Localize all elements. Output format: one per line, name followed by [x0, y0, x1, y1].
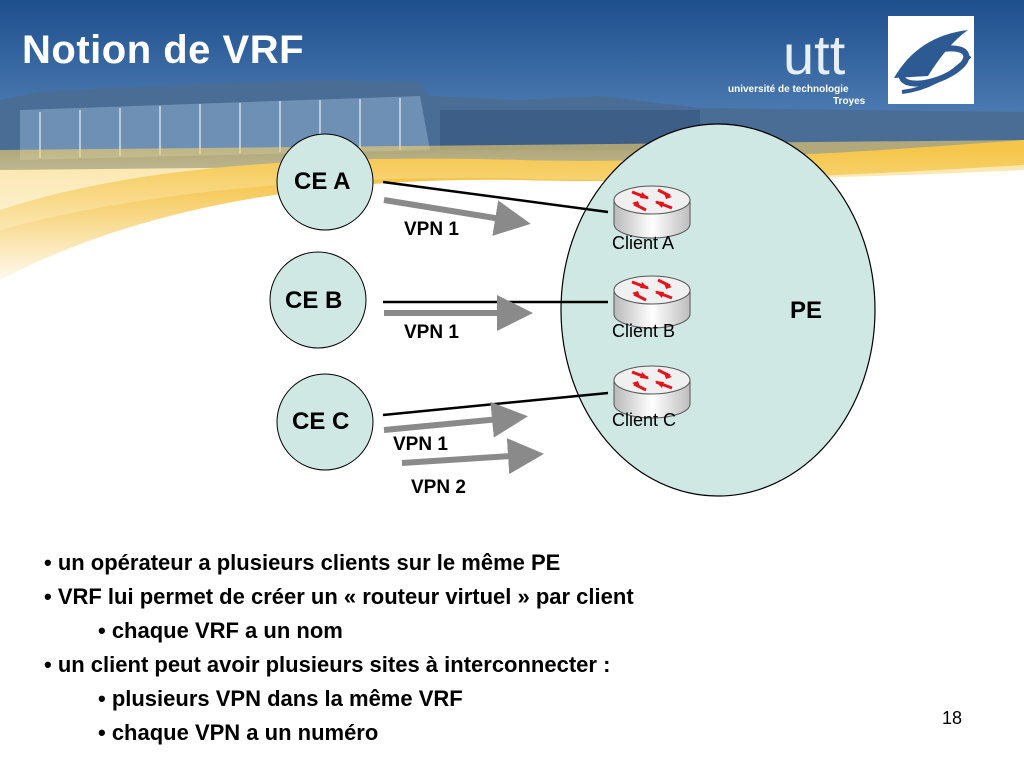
vpn-label-c1: VPN 1: [393, 434, 448, 455]
ce-b-node: [269, 251, 367, 349]
router-icon-client-a: [612, 184, 692, 240]
ce-a-node: [276, 133, 374, 231]
logo-emblem: [888, 16, 974, 104]
bullet-item: • un client peut avoir plusieurs sites à…: [44, 652, 611, 677]
client-b-label: Client B: [612, 321, 676, 341]
logo-wordmark: utt: [783, 23, 846, 86]
client-a-label: Client A: [612, 233, 675, 253]
ce-b-label: CE B: [285, 287, 343, 314]
ce-c-label: CE C: [292, 408, 350, 435]
bullet-subitem: • plusieurs VPN dans la même VRF: [98, 686, 463, 711]
slide-title: Notion de VRF: [22, 28, 305, 72]
bullet-subitem: • chaque VPN a un numéro: [98, 720, 379, 745]
ce-c-node: [276, 373, 374, 471]
pe-label: PE: [790, 297, 823, 324]
page-number: 18: [942, 708, 963, 728]
vpn-arrow-c1: [383, 401, 528, 438]
link-ce-a: [382, 180, 609, 214]
logo-city: Troyes: [833, 96, 866, 107]
logo-subtitle: université de technologie: [728, 84, 849, 95]
bullet-list: • un opérateur a plusieurs clients sur l…: [44, 546, 634, 750]
vpn-label-b: VPN 1: [404, 322, 459, 343]
bullet-item: • un opérateur a plusieurs clients sur l…: [44, 550, 561, 575]
vpn-arrow-a: [383, 197, 531, 236]
link-ce-c: [382, 391, 609, 417]
bullet-item: • VRF lui permet de créer un « routeur v…: [44, 584, 634, 609]
ce-a-label: CE A: [294, 168, 351, 195]
vpn-label-a: VPN 1: [404, 219, 459, 240]
client-c-label: Client C: [612, 410, 677, 430]
pe-node: [560, 123, 876, 497]
bullet-subitem: • chaque VRF a un nom: [98, 618, 343, 643]
vpn-arrow-c2: [401, 438, 544, 475]
vpn-label-c2: VPN 2: [411, 477, 466, 498]
